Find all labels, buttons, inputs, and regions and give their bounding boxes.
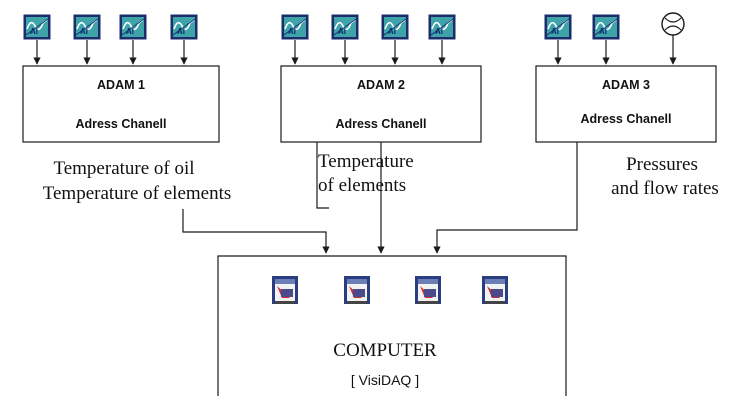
adam2-label-bracket [316, 142, 329, 209]
ai-sensor-icon: AI [118, 13, 148, 41]
visidaq-module-icon [415, 276, 441, 304]
ai-sensor-label: AI [599, 27, 607, 36]
ai-sensor-label: AI [80, 27, 88, 36]
adam1-title: ADAM 1 [97, 78, 145, 92]
adam1-label-line1: Temperature of oil [53, 158, 194, 179]
ai-sensor-label: AI [435, 27, 443, 36]
visidaq-module-icon [482, 276, 508, 304]
ai-sensor-icon: AI [543, 13, 573, 41]
sensor-icons: AI AI AI AI AI AI AI AI AI AI [22, 12, 685, 41]
adam2-subtitle: Adress Chanell [335, 117, 426, 131]
ai-sensor-icon: AI [280, 13, 310, 41]
ai-sensor-icon: AI [330, 13, 360, 41]
ai-sensor-icon: AI [591, 13, 621, 41]
adam-to-computer-arrow [433, 142, 578, 254]
ai-sensor-label: AI [288, 27, 296, 36]
adam3-subtitle: Adress Chanell [580, 112, 671, 126]
pressure-gauge-icon [661, 12, 685, 36]
visidaq-module-icon [272, 276, 298, 304]
connectors [33, 35, 677, 254]
visidaq-module-icon [344, 276, 370, 304]
ai-sensor-icon: AI [22, 13, 52, 41]
ai-sensor-icon: AI [169, 13, 199, 41]
adam1-label-line2: Temperature of elements [43, 183, 232, 204]
ai-sensor-icon: AI [427, 13, 457, 41]
adam2-label-line2: of elements [318, 175, 406, 196]
ai-sensor-label: AI [30, 27, 38, 36]
ai-sensor-label: AI [126, 27, 134, 36]
adam2-title: ADAM 2 [357, 78, 405, 92]
ai-sensor-label: AI [338, 27, 346, 36]
adam3-label-line1: Pressures [626, 154, 698, 175]
adam3-label-line2: and flow rates [611, 178, 719, 199]
ai-sensor-label: AI [551, 27, 559, 36]
ai-sensor-label: AI [388, 27, 396, 36]
adam2-label-line1: Temperature [318, 151, 414, 172]
ai-sensor-label: AI [177, 27, 185, 36]
computer-subtitle: [ VisiDAQ ] [351, 372, 419, 388]
ai-sensor-icon: AI [72, 13, 102, 41]
ai-sensor-icon: AI [380, 13, 410, 41]
adam-to-computer-arrow [182, 209, 330, 254]
adam1-subtitle: Adress Chanell [75, 117, 166, 131]
adam3-title: ADAM 3 [602, 78, 650, 92]
adam3-box [535, 65, 717, 143]
adam1-box [22, 65, 220, 143]
computer-box [217, 255, 567, 396]
computer-title: COMPUTER [333, 340, 437, 361]
adam2-box [280, 65, 482, 143]
